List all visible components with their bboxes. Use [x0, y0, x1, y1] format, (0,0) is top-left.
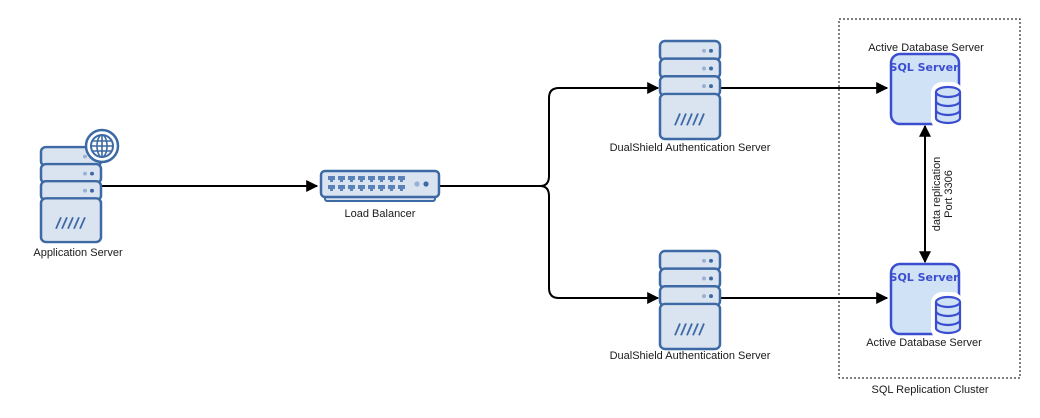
switch-port: [368, 176, 375, 182]
server-icon: [39, 145, 103, 244]
db-server-1-node[interactable]: SQL Server: [890, 52, 963, 130]
switch-icon: [319, 169, 441, 202]
switch-port: [398, 185, 405, 191]
switch-port: [348, 185, 355, 191]
sql-server-icon: SQL Server: [890, 52, 963, 130]
replication-edge-label: data replication Port 3306: [931, 157, 955, 232]
replication-label-line1: data replication: [931, 156, 943, 232]
sql-server-icon-text: SQL Server: [890, 271, 960, 284]
replication-label-line2: Port 3306: [943, 170, 955, 218]
application-server-label: Application Server: [33, 247, 123, 259]
sql-server-icon-text: SQL Server: [890, 61, 960, 74]
load-balancer-node[interactable]: [319, 169, 441, 202]
switch-port: [388, 185, 395, 191]
sql-replication-cluster-group[interactable]: [838, 18, 1021, 379]
db-server-2-label: Active Database Server: [866, 337, 982, 349]
switch-port: [338, 176, 345, 182]
auth-server-2-label: DualShield Authentication Server: [609, 350, 771, 362]
switch-port: [348, 176, 355, 182]
server-icon: [658, 39, 722, 141]
cluster-group-label: SQL Replication Cluster: [871, 384, 989, 396]
sql-server-icon: SQL Server: [890, 262, 963, 340]
switch-port: [358, 176, 365, 182]
edge-loadbalancer-to-auth-2[interactable]: [539, 185, 660, 304]
edge-loadbalancer-to-auth-1[interactable]: [440, 82, 660, 187]
switch-port: [368, 185, 375, 191]
application-server-node[interactable]: [39, 145, 103, 244]
globe-icon: [84, 128, 120, 164]
auth-server-1-label: DualShield Authentication Server: [609, 142, 771, 154]
auth-server-1-node[interactable]: [658, 39, 722, 141]
switch-port: [328, 176, 335, 182]
switch-port: [378, 185, 385, 191]
server-icon: [658, 249, 722, 351]
load-balancer-label: Load Balancer: [344, 208, 416, 220]
switch-port: [358, 185, 365, 191]
switch-port: [378, 176, 385, 182]
switch-port: [338, 185, 345, 191]
db-server-1-label: Active Database Server: [868, 42, 984, 54]
switch-port: [398, 176, 405, 182]
auth-server-2-node[interactable]: [658, 249, 722, 351]
switch-port: [328, 185, 335, 191]
switch-port: [388, 176, 395, 182]
db-server-2-node[interactable]: SQL Server: [890, 262, 963, 340]
